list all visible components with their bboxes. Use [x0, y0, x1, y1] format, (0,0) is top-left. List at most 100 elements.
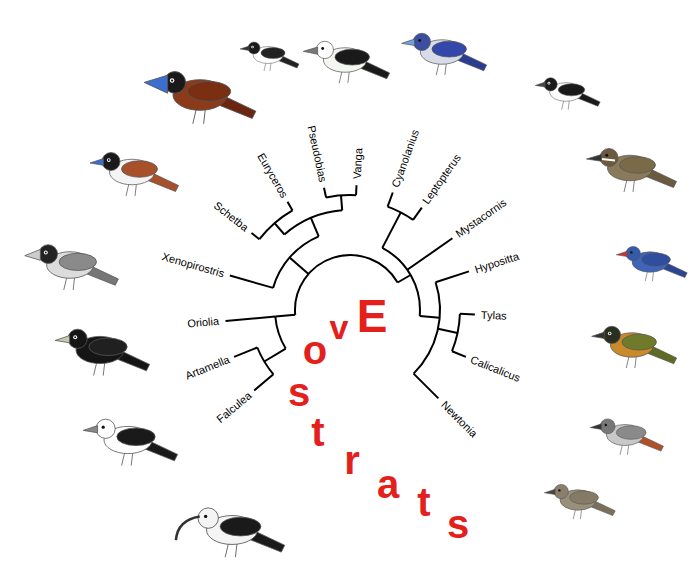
genus-label-holder: Euryceros: [254, 150, 290, 199]
tree-branch: [326, 195, 356, 197]
tree-branch: [382, 248, 420, 316]
genus-label-holder: Xenopirostris: [161, 250, 226, 280]
tree-branch: [257, 348, 273, 375]
tree-branch: [273, 236, 319, 288]
tree-branch: [388, 207, 414, 220]
title-letter-holder: o: [303, 330, 327, 370]
tree-branch: [264, 349, 285, 362]
tree-branch: [252, 233, 260, 239]
tree-branch: [414, 282, 440, 373]
bird-illustration: [535, 78, 600, 110]
tree-branch: [324, 188, 326, 198]
genus-label: Leptopterus: [420, 151, 464, 206]
genus-label: Hypositta: [473, 249, 521, 275]
tree-branch: [452, 314, 460, 351]
tree-branch: [420, 316, 440, 318]
tree-branch: [407, 238, 452, 269]
title-letter: t: [311, 412, 324, 452]
genus-label-holder: Oriolia: [187, 315, 220, 330]
genus-label: Vanga: [351, 148, 365, 180]
tree-branch: [460, 313, 475, 316]
title-letter: a: [377, 464, 399, 504]
tree-branch: [226, 317, 276, 321]
tree-branch: [254, 374, 273, 390]
bird-illustration: [402, 33, 487, 75]
genus-label-holder: Hypositta: [473, 249, 521, 275]
bird-illustration: [590, 419, 663, 455]
genus-label: Oriolia: [187, 315, 220, 330]
tree-branch: [284, 210, 342, 234]
genus-label: Mystacornis: [454, 196, 509, 240]
bird-illustration: [616, 246, 687, 281]
tree-branch: [311, 218, 319, 236]
tree-branch: [398, 275, 411, 283]
title-letter: r: [344, 440, 360, 480]
genus-label-holder: Artamella: [183, 353, 231, 382]
bird-illustration: [240, 42, 299, 71]
tree-branch: [259, 210, 292, 239]
tree-branch: [275, 315, 295, 317]
title-letter-holder: s: [288, 372, 310, 412]
bird-illustration: [55, 329, 149, 375]
title-letter-holder: t: [417, 482, 430, 522]
title-letter: s: [447, 504, 469, 544]
title-letter-holder: v: [330, 310, 349, 344]
tree-branch: [290, 258, 309, 274]
tree-branch: [436, 271, 469, 282]
genus-label: Calicalicus: [469, 353, 522, 384]
bird-illustration: [144, 72, 256, 124]
title-letter: t: [417, 482, 430, 522]
genus-label-holder: Leptopterus: [420, 151, 464, 206]
tree-branch: [275, 317, 285, 349]
genus-label-holder: Tylas: [481, 308, 507, 322]
phylogenetic-tree: [226, 185, 475, 398]
title-letter: o: [303, 330, 327, 370]
bird-illustration: [176, 508, 285, 557]
title-letter-holder: E: [357, 293, 388, 339]
tree-branch: [388, 193, 393, 207]
tree-branch: [288, 202, 293, 211]
genus-label-holder: Schetba: [211, 200, 251, 235]
genus-label: Newtonia: [438, 398, 479, 439]
genus-label-holder: Vanga: [351, 148, 365, 180]
bird-illustration: [25, 245, 119, 290]
title-letter: E: [357, 293, 388, 339]
tree-branch: [414, 374, 439, 399]
genus-label: Schetba: [211, 200, 251, 235]
genus-label-holder: Falculea: [214, 389, 254, 425]
tree-branch: [438, 329, 458, 333]
bird-illustration: [303, 41, 389, 83]
genus-label: Pseudobias: [305, 124, 329, 183]
genus-label-holder: Cyanolanius: [389, 128, 422, 189]
title-letter-holder: r: [344, 440, 360, 480]
bird-illustration: [544, 484, 615, 519]
tree-branch: [382, 212, 401, 248]
genus-label: Tylas: [481, 308, 507, 322]
genus-label: Cyanolanius: [389, 128, 422, 189]
genus-label: Falculea: [214, 389, 254, 425]
genus-label: Artamella: [183, 353, 231, 382]
title-letter: s: [288, 372, 310, 412]
bird-illustration: [587, 149, 677, 193]
title-letter-holder: a: [377, 464, 399, 504]
tree-branch: [452, 351, 466, 357]
tree-branch: [230, 276, 273, 288]
genus-label-holder: Pseudobias: [305, 124, 329, 183]
tree-branch: [341, 195, 342, 210]
bird-illustration: [90, 153, 179, 197]
genus-label-holder: Mystacornis: [454, 196, 509, 240]
tree-branch: [234, 348, 257, 357]
bird-illustration: [592, 326, 677, 368]
tree-branch: [275, 223, 285, 234]
bird-illustration: [83, 419, 177, 465]
title-letter-holder: t: [311, 412, 324, 452]
title-letter: v: [330, 310, 349, 344]
tree-branch: [355, 185, 358, 195]
title-letter-holder: s: [447, 504, 469, 544]
genus-label: Euryceros: [254, 150, 290, 199]
genus-label-holder: Newtonia: [438, 398, 479, 439]
tree-branch: [413, 208, 422, 220]
genus-label-holder: Calicalicus: [469, 353, 522, 384]
